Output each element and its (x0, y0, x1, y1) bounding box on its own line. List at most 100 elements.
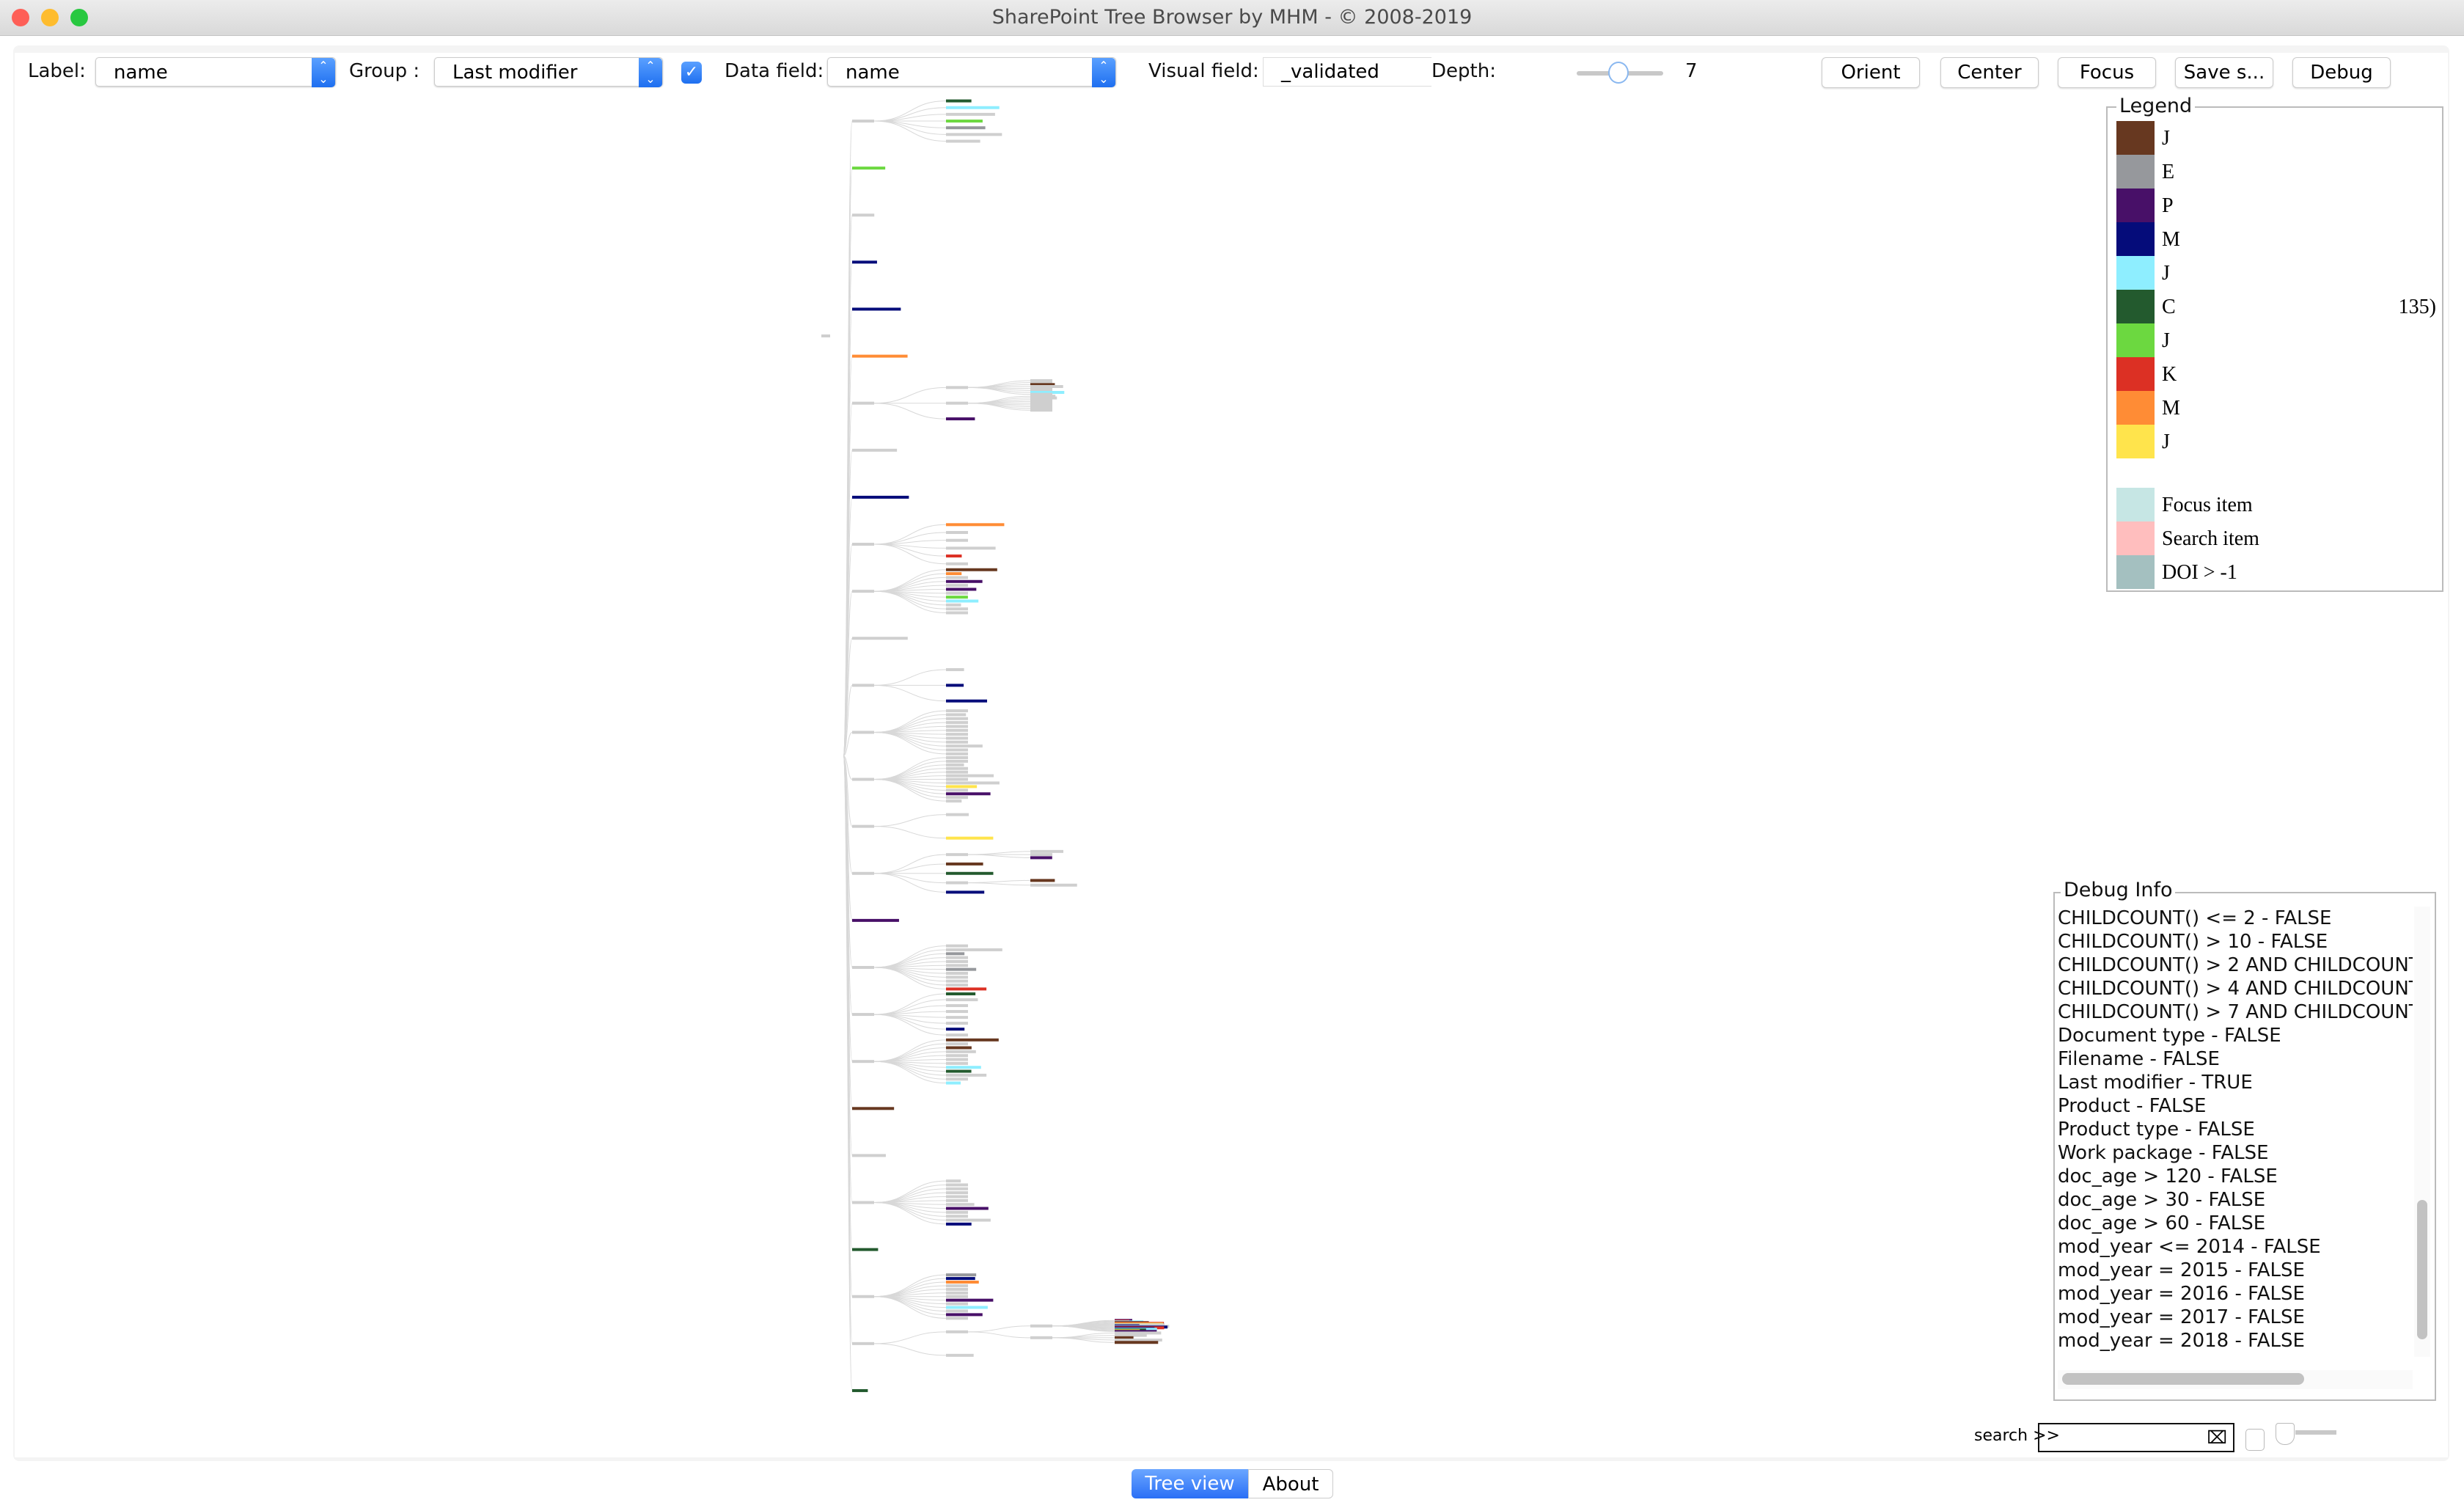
tree-node[interactable] (946, 736, 968, 740)
tree-node[interactable] (946, 862, 983, 865)
tree-node[interactable] (946, 1033, 968, 1037)
debug-horizontal-scrollbar[interactable] (2058, 1370, 2413, 1389)
tree-node[interactable] (946, 813, 969, 816)
tree-node[interactable] (1030, 1324, 1052, 1328)
tree-node[interactable] (946, 1038, 999, 1042)
tree-node[interactable] (946, 1306, 988, 1309)
tree-node[interactable] (946, 562, 968, 566)
tree-node[interactable] (946, 959, 968, 963)
tree-node[interactable] (946, 766, 968, 770)
tree-node[interactable] (852, 1013, 874, 1017)
tree-node[interactable] (946, 603, 961, 607)
debug-button[interactable]: Debug (2292, 57, 2391, 88)
tree-node[interactable] (946, 1028, 965, 1031)
tree-node[interactable] (852, 401, 874, 405)
tree-node[interactable] (946, 1187, 968, 1190)
tree-node[interactable] (946, 1277, 975, 1281)
tree-node[interactable] (852, 307, 901, 311)
tree-node[interactable] (946, 1222, 972, 1226)
tree-node[interactable] (946, 386, 968, 389)
tree-node[interactable] (946, 770, 968, 774)
tree-node[interactable] (946, 572, 962, 576)
tree-node[interactable] (946, 1291, 968, 1295)
tree-node[interactable] (946, 99, 972, 103)
tree-node[interactable] (1030, 392, 1052, 396)
tree-node[interactable] (946, 1050, 976, 1053)
tree-node[interactable] (946, 554, 962, 558)
tree-node[interactable] (946, 538, 968, 542)
tree-node[interactable] (1115, 1341, 1159, 1344)
tree-node[interactable] (946, 1309, 968, 1313)
tree-node[interactable] (946, 1203, 975, 1207)
tree-node[interactable] (946, 1207, 989, 1210)
tree-node[interactable] (946, 984, 968, 987)
tree-node[interactable] (946, 881, 968, 885)
tree-node[interactable] (852, 777, 874, 781)
tree-node[interactable] (946, 1010, 968, 1014)
tree-canvas[interactable] (807, 94, 1320, 1421)
tree-node[interactable] (852, 1295, 874, 1298)
tree-node[interactable] (852, 965, 874, 969)
tree-node[interactable] (1030, 396, 1057, 400)
tree-node[interactable] (946, 1077, 968, 1081)
tree-node[interactable] (946, 836, 994, 840)
search-slider-handle[interactable] (2276, 1423, 2295, 1445)
tree-node[interactable] (946, 139, 980, 143)
tree-node[interactable] (1030, 378, 1052, 382)
tree-node[interactable] (946, 607, 968, 611)
tree-node[interactable] (946, 948, 1002, 951)
tree-node[interactable] (946, 699, 988, 703)
tree-node[interactable] (946, 785, 978, 788)
tree-node[interactable] (946, 611, 968, 615)
tree-node[interactable] (946, 1191, 968, 1195)
tree-node[interactable] (946, 1317, 968, 1320)
tree-node[interactable] (1115, 1339, 1162, 1342)
clear-search-icon[interactable]: ⌧ (2207, 1427, 2227, 1448)
tree-node[interactable] (1115, 1336, 1134, 1339)
search-option-checkbox[interactable] (2245, 1429, 2265, 1451)
tree-node[interactable] (1115, 1323, 1165, 1327)
tree-node[interactable] (946, 1298, 994, 1302)
tab-tree-view[interactable]: Tree view (1132, 1469, 1248, 1498)
tree-node[interactable] (852, 120, 874, 123)
tree-node[interactable] (946, 1066, 981, 1069)
tree-node[interactable] (1030, 853, 1052, 857)
tree-node[interactable] (946, 1198, 968, 1202)
tree-node[interactable] (852, 824, 874, 828)
tree-node[interactable] (946, 1218, 991, 1222)
tree-node[interactable] (852, 1388, 868, 1392)
maximize-window-button[interactable] (70, 9, 88, 26)
save-button[interactable]: Save s... (2175, 57, 2273, 88)
tree-node[interactable] (1030, 400, 1052, 403)
tree-node[interactable] (1030, 883, 1077, 887)
tree-node[interactable] (852, 1107, 895, 1110)
group-select[interactable]: Last modifier ⌃⌄ (434, 57, 663, 87)
scrollbar-thumb[interactable] (2062, 1373, 2304, 1385)
tree-node[interactable] (852, 1342, 874, 1345)
tree-node[interactable] (946, 944, 968, 948)
tree-node[interactable] (852, 260, 877, 264)
tree-node[interactable] (852, 731, 874, 734)
tree-node[interactable] (946, 956, 968, 959)
tree-node[interactable] (946, 740, 968, 744)
tree-node[interactable] (852, 590, 874, 593)
tree-node[interactable] (946, 759, 968, 763)
tree-node[interactable] (946, 1313, 983, 1317)
debug-vertical-scrollbar[interactable] (2414, 907, 2430, 1357)
tree-node[interactable] (852, 871, 874, 875)
visual-field-input[interactable]: _validated (1263, 57, 1431, 87)
tree-node[interactable] (821, 334, 830, 337)
tree-node[interactable] (946, 964, 968, 967)
focus-button[interactable]: Focus (2058, 57, 2156, 88)
tree-node[interactable] (852, 637, 908, 640)
tree-node[interactable] (946, 1022, 968, 1025)
tree-node[interactable] (946, 971, 968, 975)
tree-node[interactable] (946, 763, 964, 766)
tree-node[interactable] (1030, 395, 1056, 398)
tree-node[interactable] (946, 546, 996, 550)
tree-node[interactable] (1030, 381, 1052, 384)
search-slider[interactable] (2295, 1430, 2336, 1435)
tree-node[interactable] (946, 952, 965, 956)
tree-node[interactable] (1030, 401, 1052, 405)
tree-node[interactable] (946, 1061, 968, 1065)
